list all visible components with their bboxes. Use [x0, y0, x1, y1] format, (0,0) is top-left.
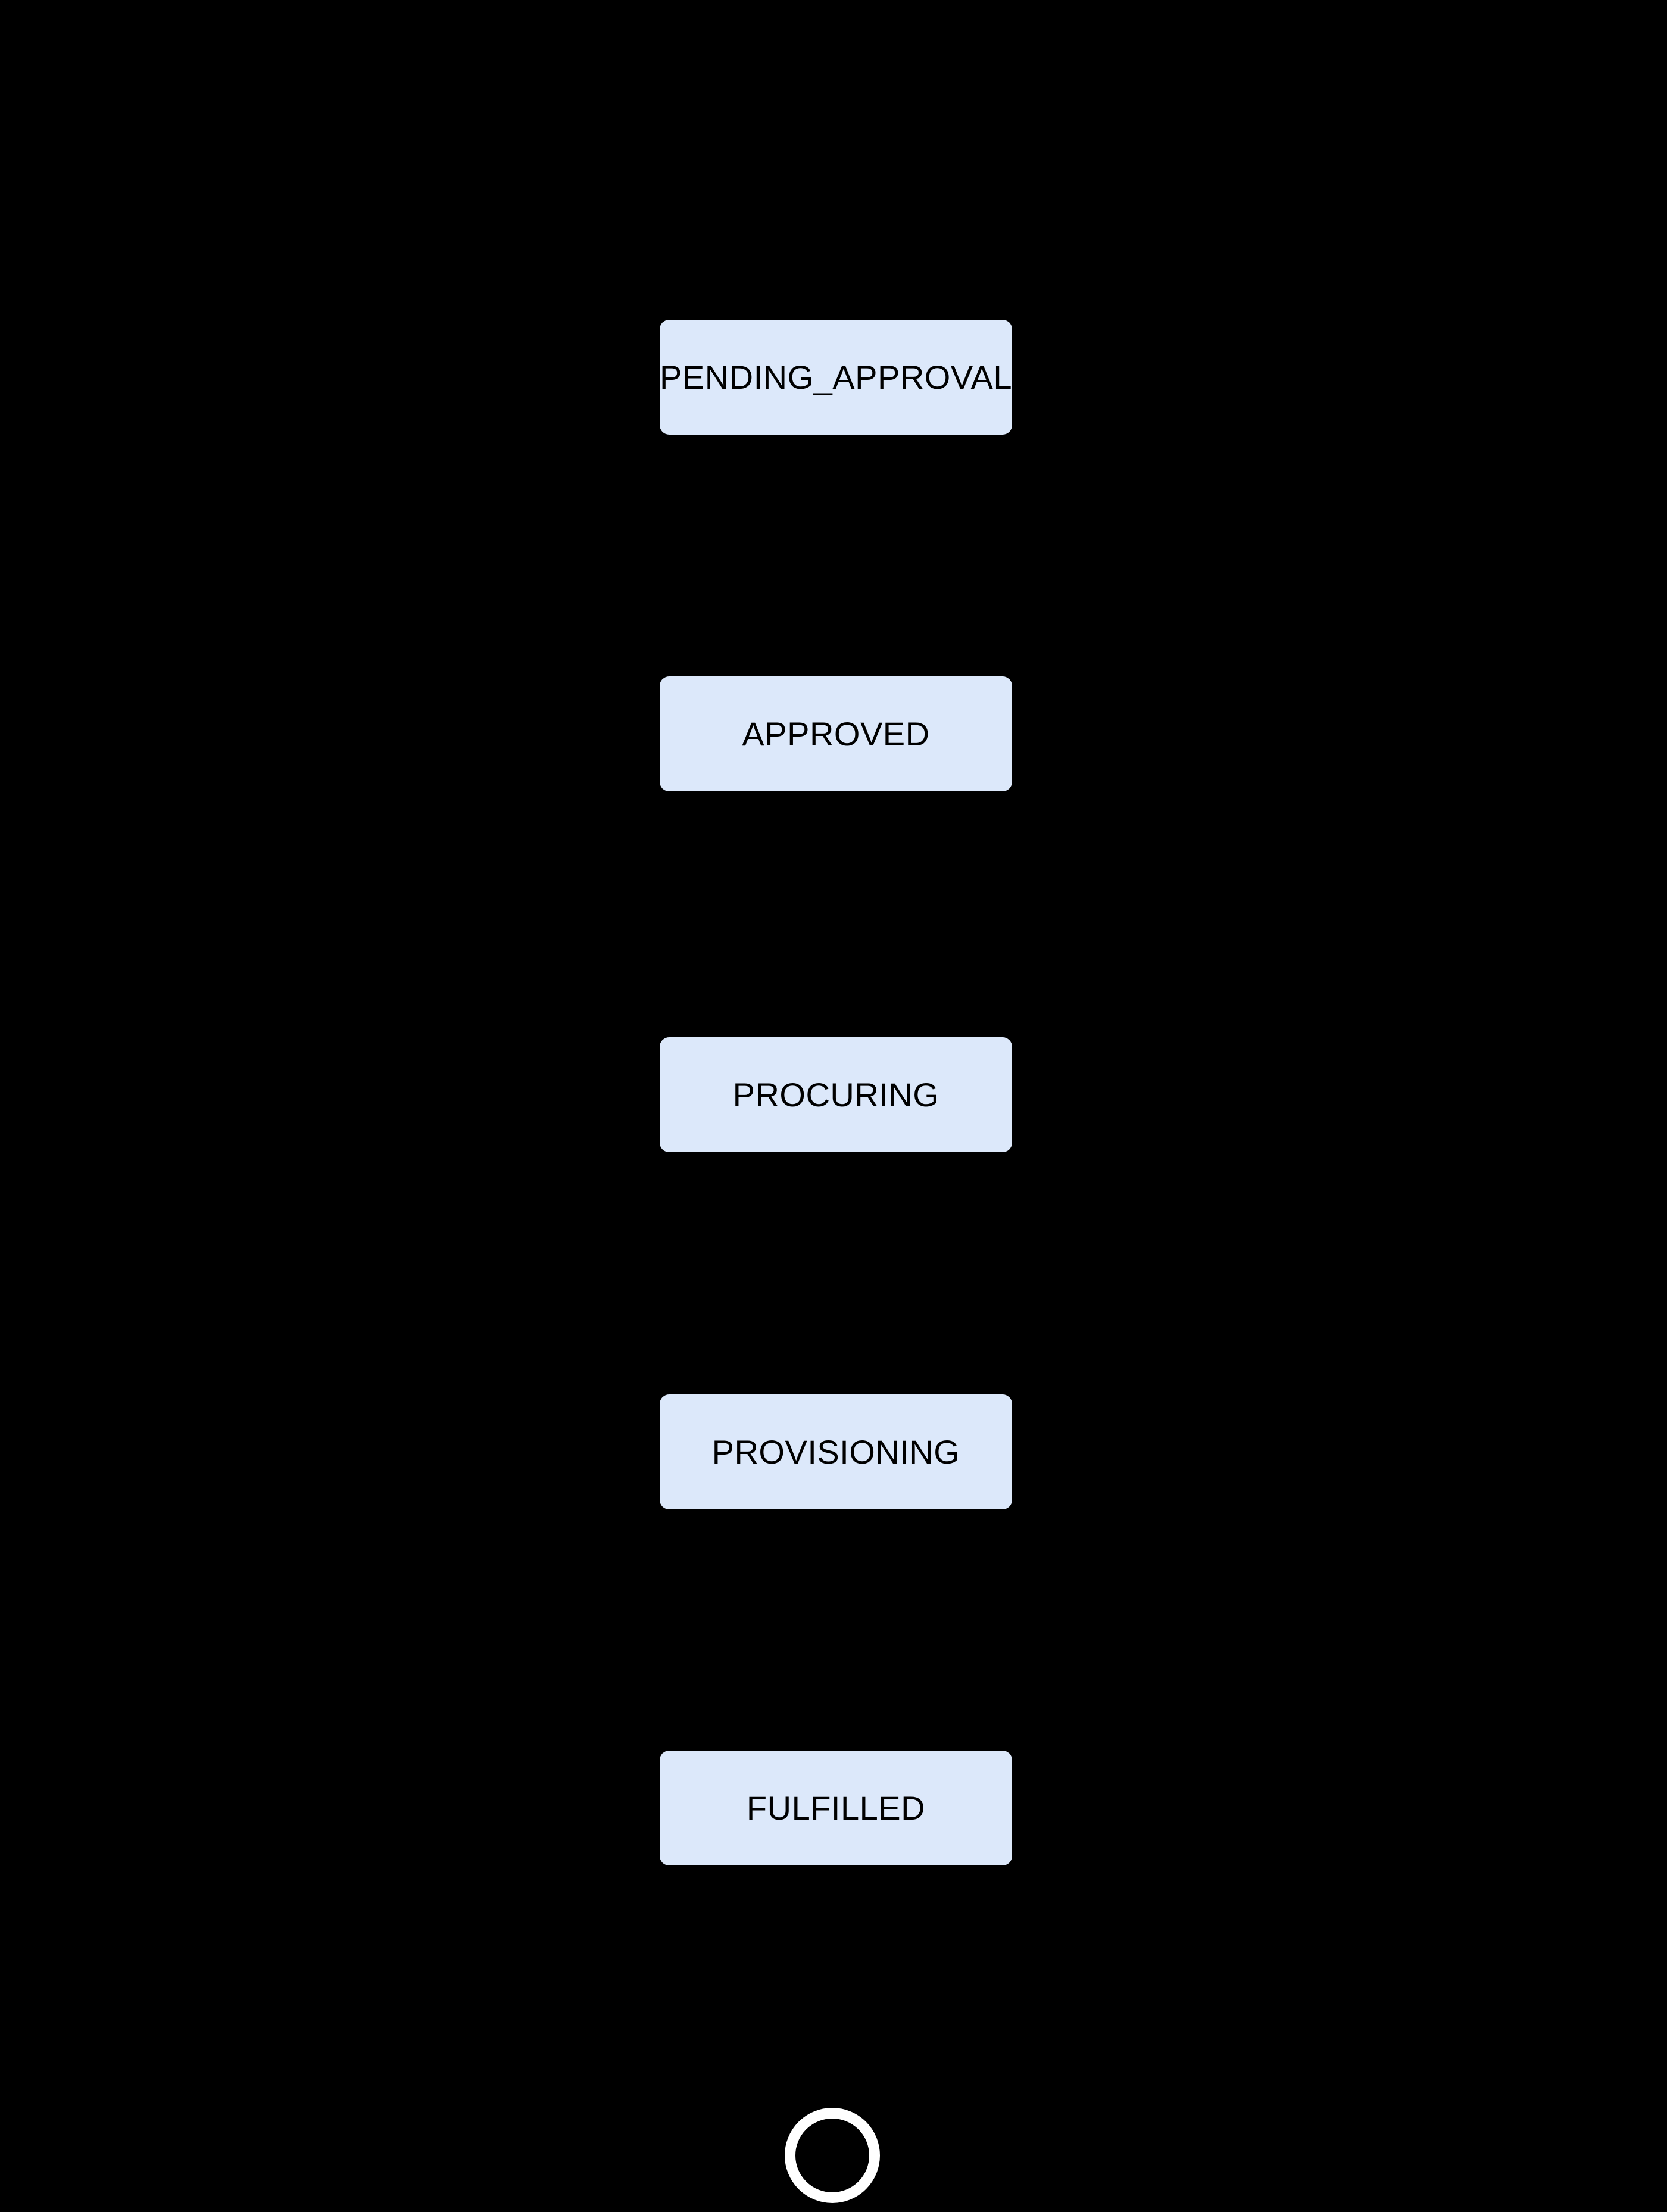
edge-pending-approval-to-approved [832, 435, 833, 676]
state-node-label: PROCURING [732, 1075, 939, 1113]
edge-procuring-to-provisioning [832, 1152, 833, 1394]
state-node-fulfilled[interactable]: FULFILLED [660, 1751, 1012, 1865]
state-node-label: APPROVED [742, 715, 930, 753]
state-node-label: PENDING_APPROVAL [659, 358, 1013, 396]
end-state-circle-icon [785, 2108, 880, 2203]
edge-fulfilled-to-end-state [832, 1865, 833, 2108]
edge-provisioning-to-fulfilled [832, 1509, 833, 1751]
state-node-pending-approval[interactable]: PENDING_APPROVAL [660, 320, 1012, 435]
state-node-procuring[interactable]: PROCURING [660, 1037, 1012, 1152]
state-node-approved[interactable]: APPROVED [660, 676, 1012, 791]
state-node-label: FULFILLED [746, 1789, 926, 1827]
state-node-provisioning[interactable]: PROVISIONING [660, 1394, 1012, 1509]
state-node-label: PROVISIONING [711, 1433, 960, 1471]
edge-approved-to-procuring [832, 791, 833, 1037]
